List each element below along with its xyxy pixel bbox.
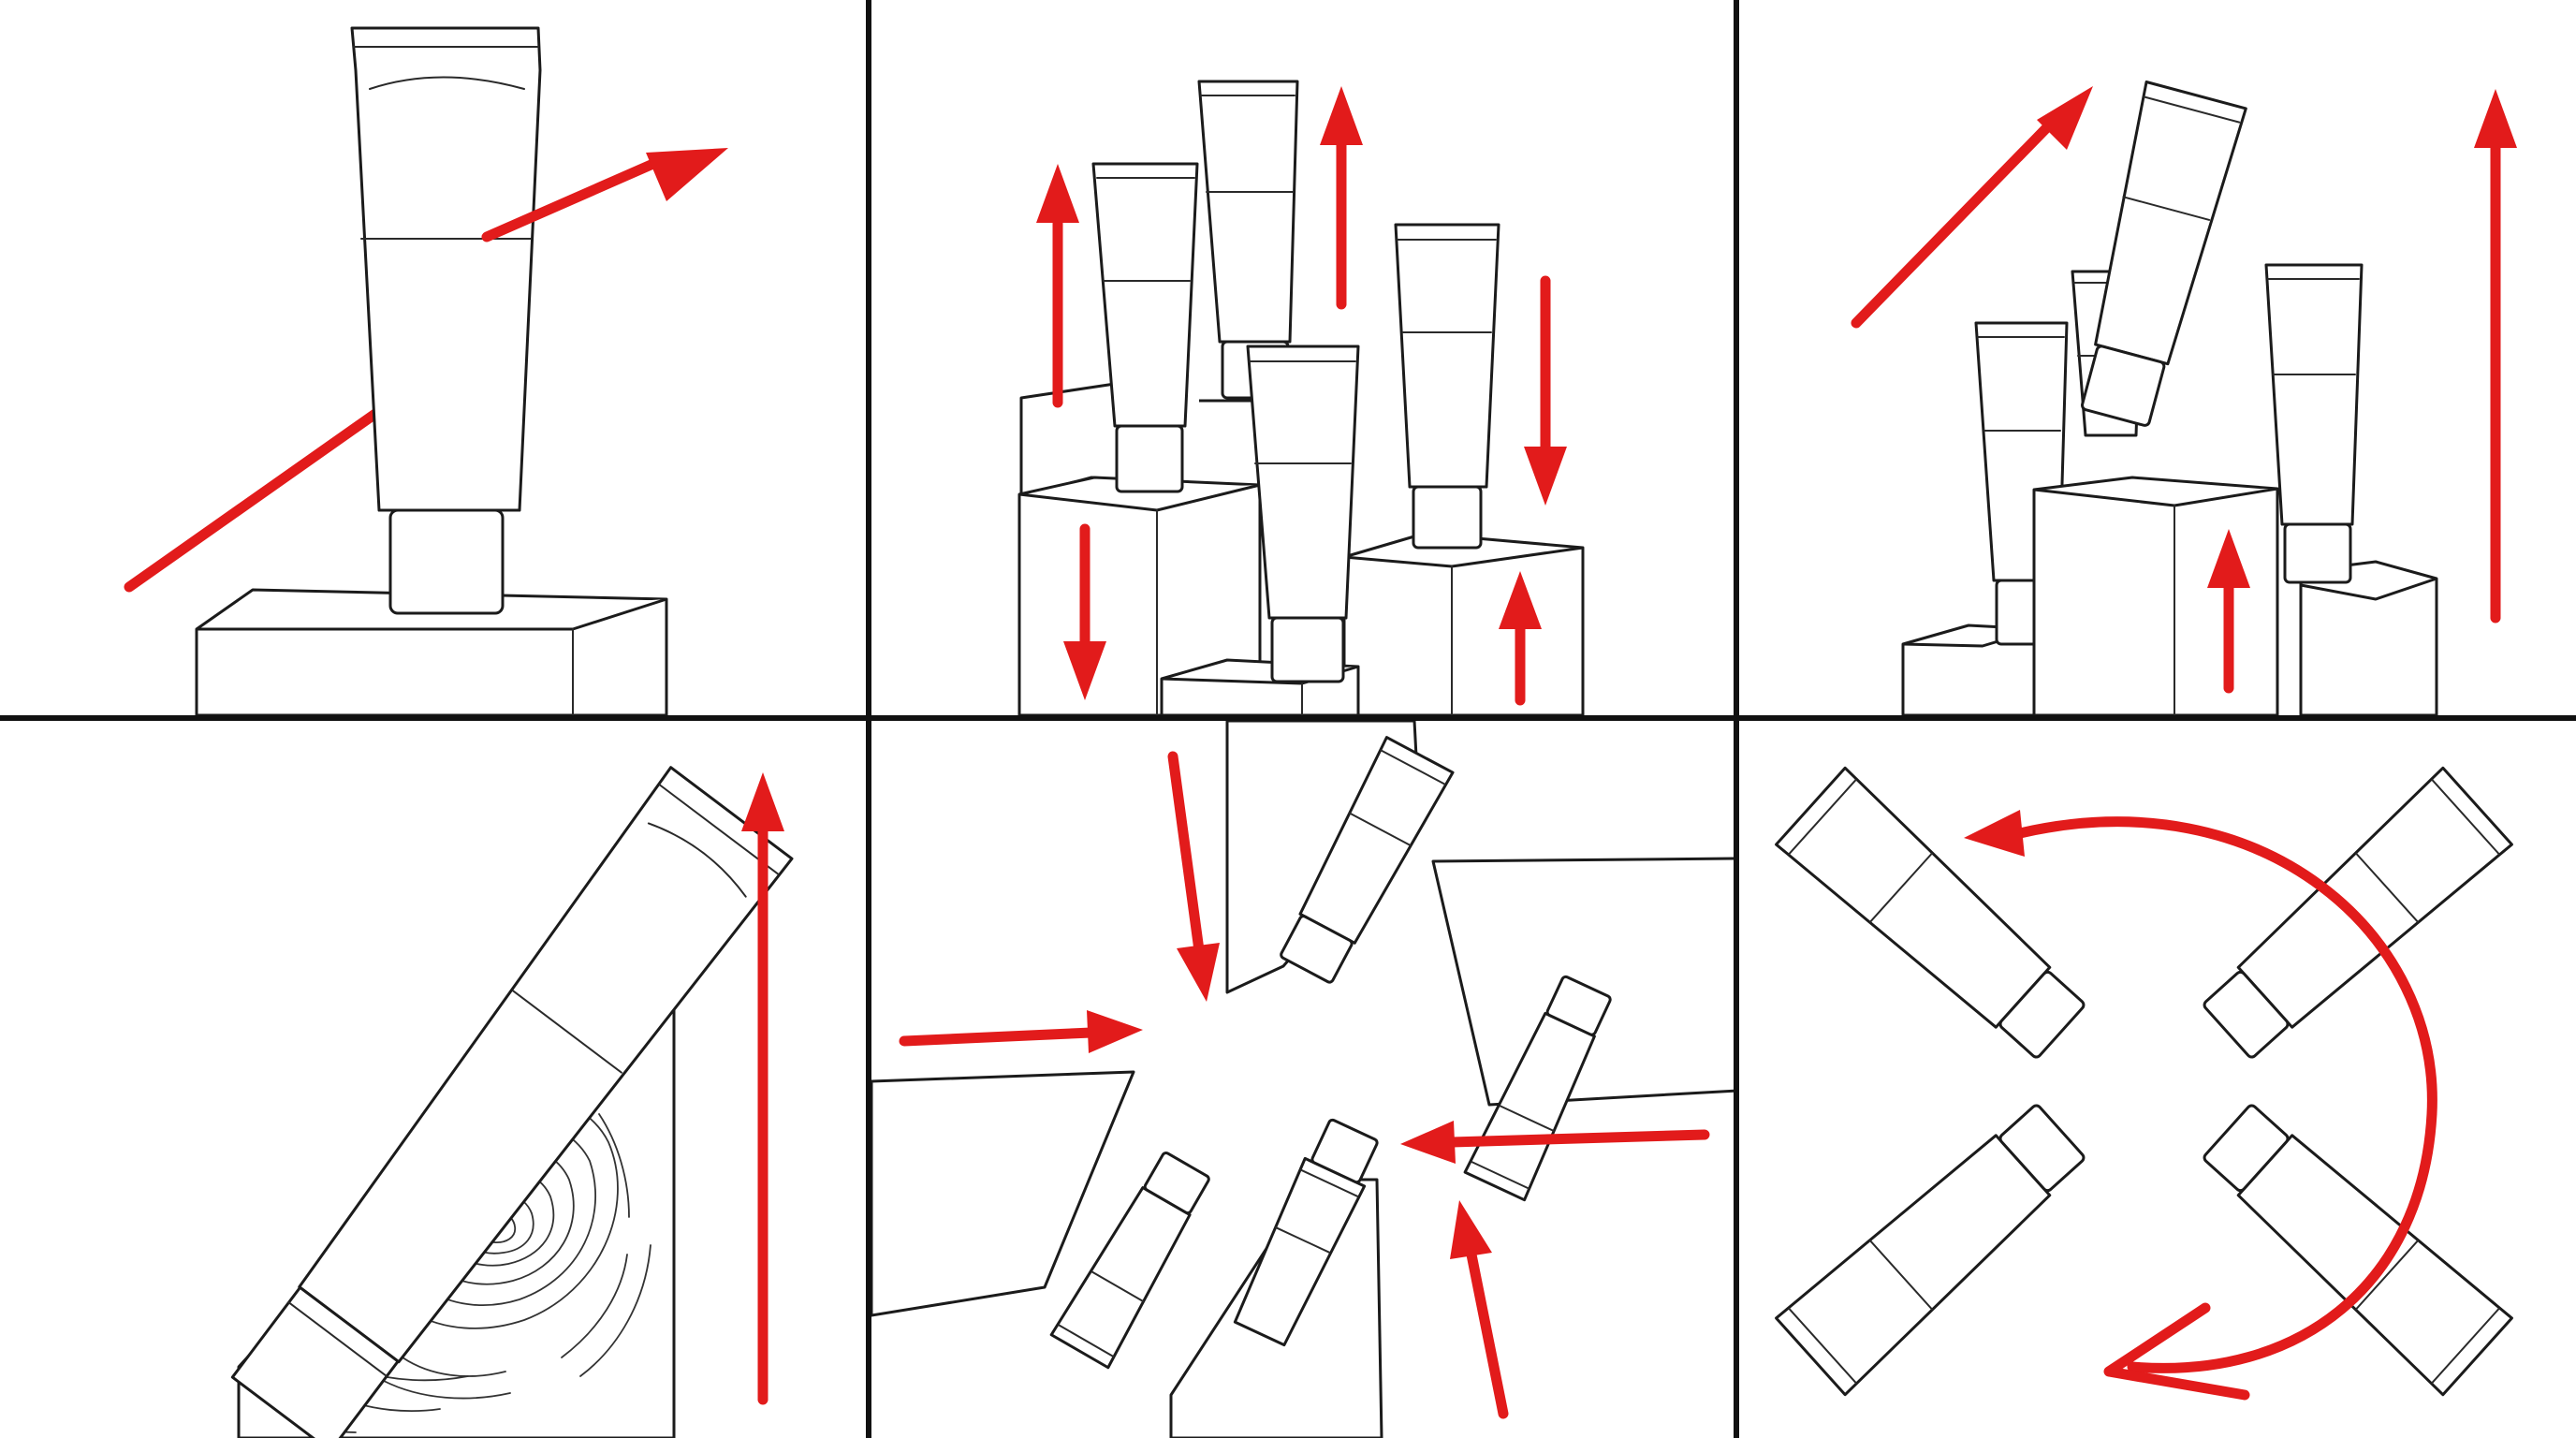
- panel-5-tubes-converging-top-view: [871, 721, 1734, 1438]
- panel-3-tubes-with-tilted-tube: [1739, 0, 2576, 715]
- tubes-with-tilted-tube-icon: [1851, 81, 2517, 715]
- tubes-x-arrangement-icon: [1775, 766, 2513, 1401]
- leaning-tube-on-wood-block-icon: [230, 766, 794, 1438]
- panel-6-tubes-x-arrangement: [1739, 721, 2576, 1438]
- divider-horizontal: [0, 715, 2576, 721]
- single-tube-on-pedestal-icon: [124, 26, 728, 715]
- panel-2-tubes-on-stepped-pedestals: [871, 0, 1734, 715]
- tubes-converging-top-view-icon: [871, 721, 1734, 1438]
- panel-1-single-tube-on-pedestal: [0, 0, 866, 715]
- tubes-on-stepped-pedestals-icon: [1017, 80, 1585, 715]
- panel-4-leaning-tube-on-wood-block: [0, 721, 866, 1438]
